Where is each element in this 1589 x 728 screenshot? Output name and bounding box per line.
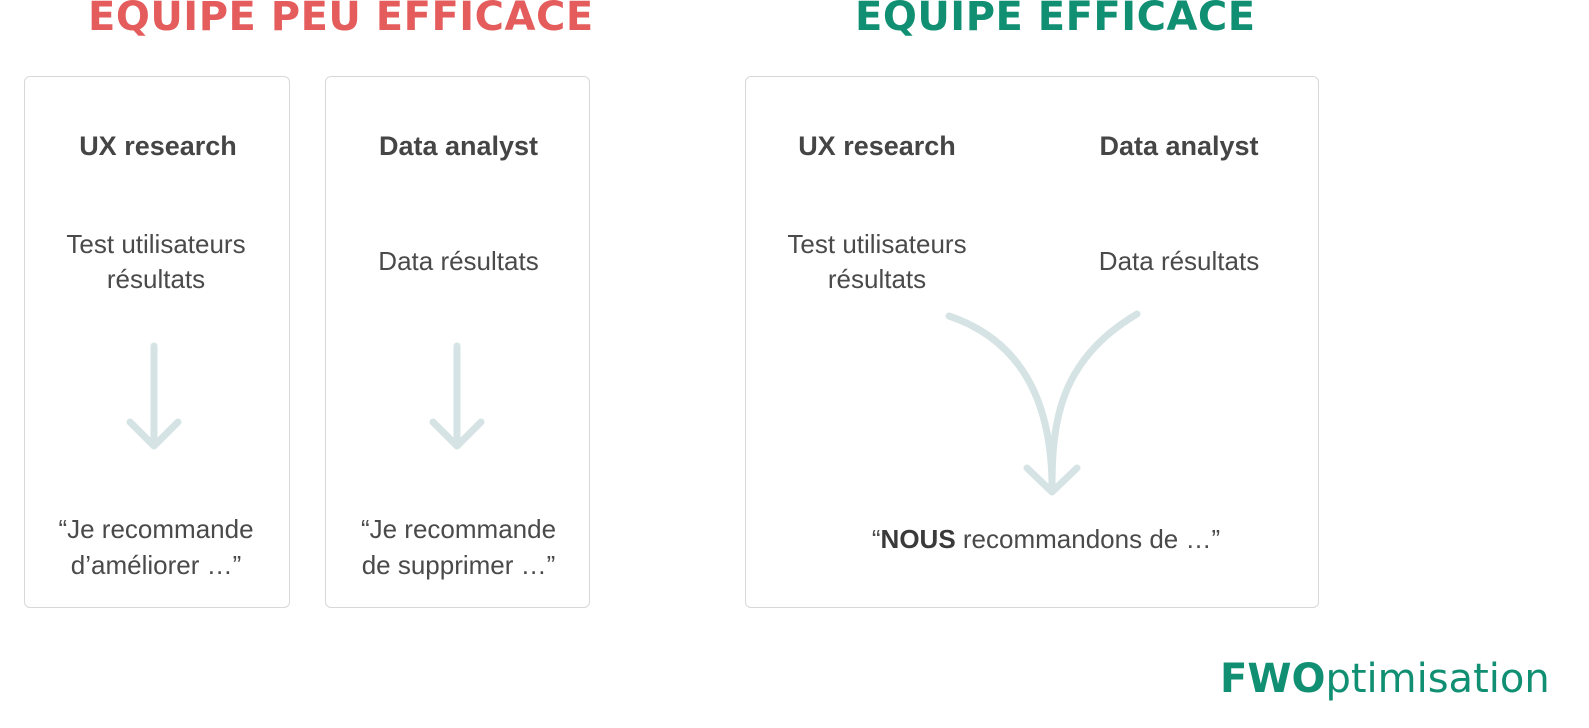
heading-effective-team: EQUIPE EFFICACE: [855, 0, 1256, 40]
result-text-ux: Test utilisateurs résultats: [787, 229, 967, 294]
brand-logo: FWOptimisation: [1220, 656, 1550, 702]
card-effective-team: UX research Data analyst Test utilisateu…: [745, 76, 1319, 608]
role-title: Data analyst: [378, 131, 539, 161]
quote-emphasis: NOUS: [880, 524, 956, 554]
role-title-data: Data analyst: [1099, 131, 1259, 161]
role-title-ux: UX research: [798, 131, 956, 161]
card-data-analyst-ineffective: Data analyst Data résultats “Je recomman…: [325, 76, 590, 608]
arrow-merge-left: [945, 312, 1056, 492]
arrowhead-ux: [126, 418, 182, 450]
result-text: Data résultats: [378, 246, 539, 276]
result-text-data: Data résultats: [1098, 246, 1260, 276]
card-ux-research-ineffective: UX research Test utilisateurs résultats …: [24, 76, 290, 608]
arrowhead-merge: [1023, 464, 1081, 496]
recommendation-quote: “Je recommande de supprimer …”: [360, 514, 557, 580]
arrow-merge-right: [1048, 310, 1141, 492]
result-text: Test utilisateurs résultats: [66, 229, 246, 294]
arrowhead-data: [429, 418, 485, 450]
shared-recommendation-quote: “NOUS recommandons de …”: [871, 524, 1221, 554]
heading-ineffective-team: EQUIPE PEU EFFICACE: [88, 0, 594, 40]
recommendation-quote: “Je recommande d’améliorer …”: [58, 514, 254, 580]
role-title: UX research: [79, 131, 237, 161]
